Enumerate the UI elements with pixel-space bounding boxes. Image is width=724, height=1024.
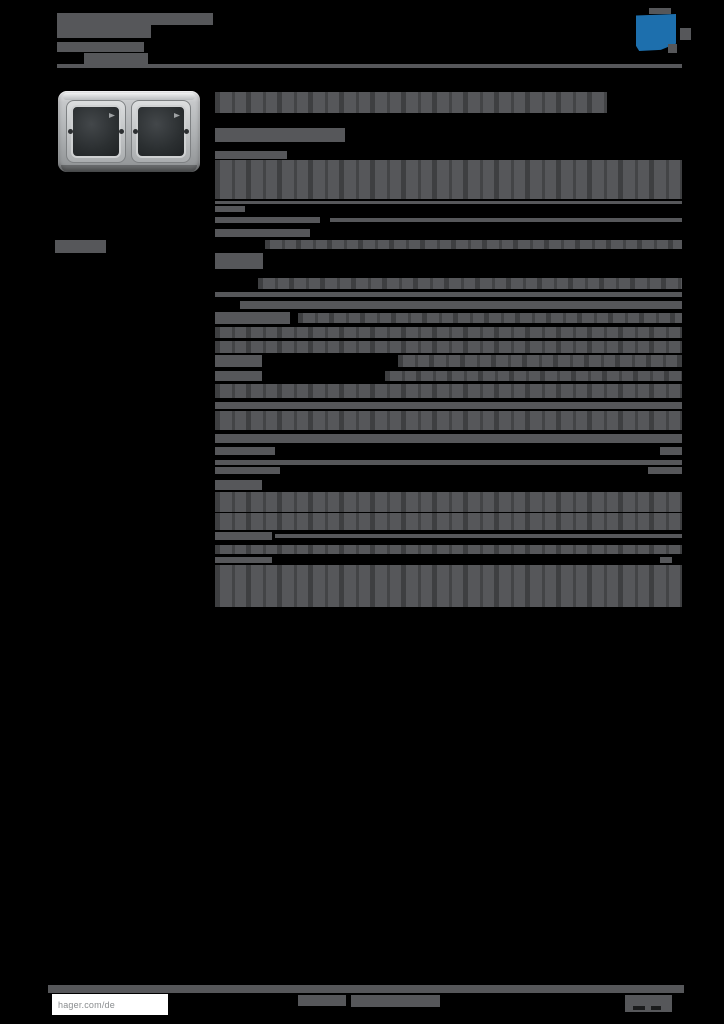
product-top-lip [63,93,195,100]
redacted-text-line [215,513,682,530]
redacted-text-line [215,312,290,324]
redacted-text-line [215,557,272,563]
redacted-text-line [215,480,262,490]
redacted-text-line [215,492,682,512]
redacted-text-line [215,434,682,443]
table-block-redacted [215,160,682,199]
redacted-text-line [215,467,280,474]
product-base-shadow [61,165,197,172]
redacted-text-line [215,201,682,204]
doc-subtitle-line-redacted [57,42,144,52]
doc-title-line-redacted [57,13,213,25]
redacted-text-line [648,467,682,474]
redacted-text-line [398,355,682,367]
redacted-text-line [660,557,672,563]
footer-text-redacted [298,995,346,1006]
redacted-text-line [215,545,682,554]
page-number-mark [633,1006,645,1010]
screw-icon [184,129,189,134]
doc-title-line-redacted [57,25,151,38]
redacted-text-line [215,371,262,381]
doc-subtitle-line-redacted [84,53,148,65]
redacted-text-line [215,355,262,367]
socket-cavity [71,105,121,158]
redacted-text-line [215,411,682,430]
redacted-text-line [215,151,287,159]
logo-fragment [680,28,691,40]
redacted-text-line [330,218,682,222]
redacted-text-line [215,229,310,237]
logo-fragment [649,8,671,14]
redacted-text-line [215,327,682,338]
bottom-block-redacted [215,565,682,607]
screw-icon [119,129,124,134]
redacted-text-line [215,384,682,398]
product-photo [58,91,200,172]
cavity-mark [109,113,115,118]
heading-redacted [215,92,607,113]
redacted-text-line [215,217,320,223]
redacted-text-line [215,206,245,212]
redacted-text-line [240,301,682,309]
footer-website-box: hager.com/de [52,994,168,1015]
footer-rule-bar [48,985,684,993]
redacted-text-line [215,341,682,353]
redacted-text-line [215,402,682,409]
subheading-redacted [215,128,345,142]
cavity-mark [174,113,180,118]
socket-cavity [136,105,186,158]
socket-opening-left [66,100,126,163]
footer-website-link[interactable]: hager.com/de [58,999,115,1010]
socket-opening-right [131,100,191,163]
logo-fragment [668,44,677,53]
footer-page-badge [625,995,672,1012]
redacted-text-line [660,447,682,455]
footer-text-redacted [351,995,440,1007]
redacted-text-line [385,371,682,381]
redacted-text-line [265,240,682,249]
side-label-redacted [55,240,106,253]
redacted-text-line [298,313,682,323]
screw-icon [68,129,73,134]
redacted-text-line [215,292,682,297]
redacted-text-line [258,278,682,289]
redacted-text-line [275,534,682,538]
page-number-mark [651,1006,661,1010]
header-divider [57,64,682,68]
redacted-text-line [215,253,263,269]
redacted-text-line [215,460,682,465]
screw-icon [133,129,138,134]
redacted-text-line [215,447,275,455]
redacted-text-line [215,532,272,540]
